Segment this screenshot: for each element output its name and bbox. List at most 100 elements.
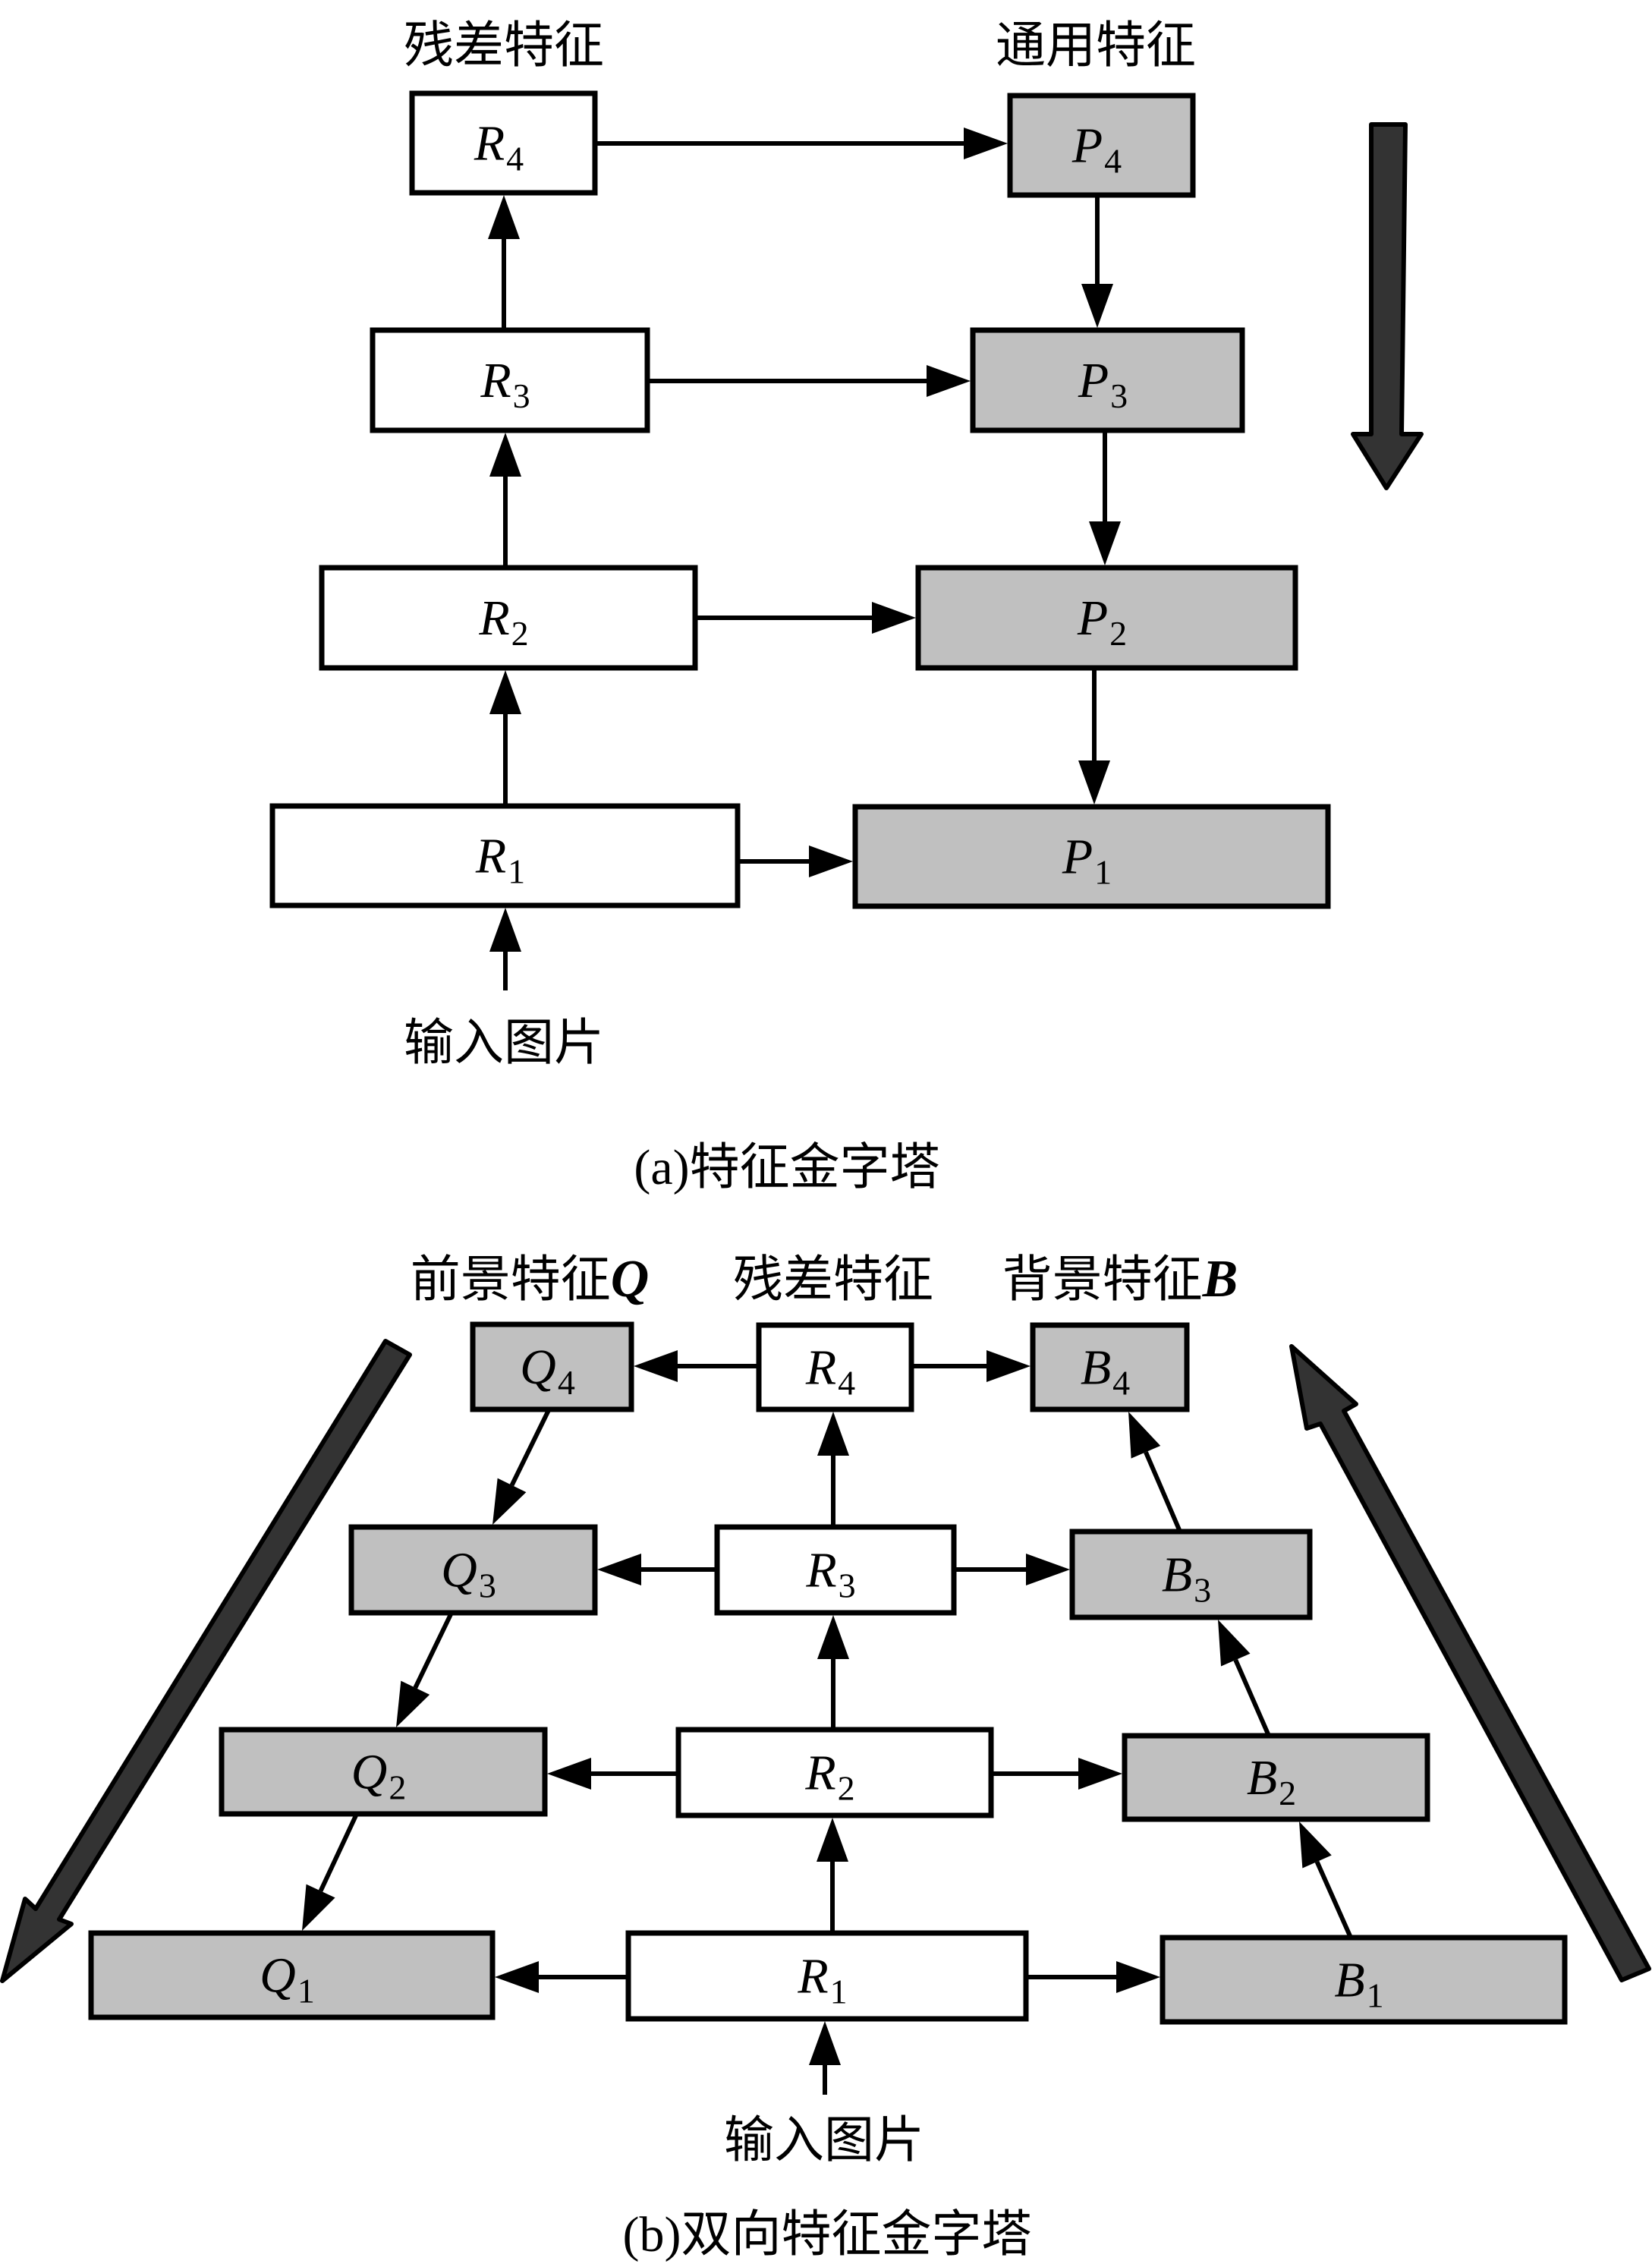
panel-b-arrow-b1-b2-head [1299,1821,1332,1869]
panel-a-arrow-r1-p1 [738,845,853,877]
panel-a-residual-box-4-label: R4 [474,116,524,178]
panel-b-foreground-box-3-rect [348,1524,598,1616]
panel-b-header-foreground-text: 前景特征 [411,1250,611,1308]
panel-b-foreground-box-1-label-sub: 1 [297,1972,315,2010]
panel-b-residual-box-2-label: R2 [804,1746,854,1808]
panel-a-general-box-4-rect [1007,93,1196,198]
panel-a-arrow-r3-r4 [488,195,520,330]
panel-b-arrow-b3-b4-shaft [1144,1451,1182,1533]
panel-b-foreground-box-3: Q3 [348,1524,598,1616]
panel-b-arrow-r2-q2 [547,1758,678,1790]
panel-b-background-box-1-rect [1160,1935,1568,2025]
panel-a-general-box-1-rect [852,804,1331,909]
panel-a-caption-prefix: (a) [634,1140,689,1195]
panel-a-caption-text: 特征金字塔 [690,1138,940,1196]
panel-b-background-box-4-label-var: B [1081,1340,1111,1396]
panel-a-input-arrow-head [489,908,521,952]
panel-a-general-box-2-label-sub: 2 [1109,614,1127,653]
panel-b-background-box-4-rect [1030,1322,1190,1412]
panel-b-background-box-1: B1 [1160,1935,1568,2025]
panel-b-foreground-box-1-rect [88,1930,496,2020]
panel-a-arrow-r1-r2 [489,670,521,806]
panel-b-background-box-2-rect [1122,1733,1430,1822]
panel-b-residual-box-2-label-var: R [804,1746,835,1801]
panel-b-foreground-box-2-label-sub: 2 [389,1768,406,1807]
panel-a-caption: (a)特征金字塔 [634,1138,939,1196]
panel-b-arrow-r3-r4-head [817,1412,849,1456]
panel-b-arrow-q2-q1 [302,1812,359,1931]
panel-b-arrow-r1-r2-head [817,1818,848,1862]
panel-a-header-general: 通用特征 [996,16,1196,74]
panel-b-arrow-r1-b1-head [1116,1961,1160,1993]
panel-b-caption: (b)双向特征金字塔 [623,2205,1032,2263]
panel-a-residual-box-4-label-var: R [474,116,505,172]
panel-b-residual-box-2: R2 [675,1727,994,1818]
panel-a-arrow-p4-p3-head [1081,284,1113,328]
panel-a-general-box-3-rect [970,327,1245,433]
panel-b-arrow-b3-b4-head [1128,1412,1161,1459]
panel-a-arrow-p4-p3 [1081,195,1113,328]
panel-b: 前景特征Q 残差特征 背景特征B Q1Q2Q3Q4R1R2R3R4B1B2B3B… [0,1250,1651,2263]
panel-a-input-label: 输入图片 [404,1013,604,1072]
panel-b-input-label: 输入图片 [724,2111,924,2169]
panel-b-background-box-1-label-var: B [1334,1953,1364,2008]
panel-a-topdown-flow-arrow [1351,122,1424,490]
panel-a-arrow-p3-p2 [1089,430,1121,565]
panel-a-arrow-r2-p2-head [872,602,916,634]
panel-b-foreground-box-4: Q4 [470,1321,634,1412]
panel-b-foreground-box-2-rect [219,1727,548,1817]
panel-b-foreground-box-1-label-var: Q [260,1948,296,2004]
panel-b-arrow-r3-q3 [597,1554,717,1585]
panel-b-caption-prefix: (b) [623,2207,681,2262]
panel-b-foreground-box-2: Q2 [219,1727,548,1817]
panel-b-foreground-box-1: Q1 [88,1930,496,2020]
panel-b-arrow-q4-q3-shaft [509,1409,551,1487]
panel-b-residual-box-3: R3 [714,1524,957,1616]
panel-a-general-box-1: P1 [852,804,1331,909]
panel-b-input-arrow [809,2021,841,2095]
panel-b-background-box-4-label-sub: 4 [1112,1364,1130,1403]
panel-b-arrow-r4-q4 [634,1350,759,1382]
panel-a-general-box-2: P2 [915,565,1298,671]
panel-b-arrow-r1-q1-head [495,1961,539,1993]
panel-b-arrow-b1-b2-shaft [1314,1860,1353,1939]
panel-b-foreground-box-4-label-sub: 4 [558,1363,575,1402]
panel-a-arrow-r1-r2-head [489,670,521,714]
panel-b-arrow-r1-q1 [495,1961,628,1993]
panel-a-residual-box-1-label-var: R [475,829,506,884]
panel-b-residual-box-4-label-var: R [805,1340,836,1396]
panel-b-arrow-q2-q1-head [302,1884,335,1931]
panel-b-arrow-r4-b4 [911,1350,1031,1382]
panel-a-input-arrow [489,908,521,990]
panel-b-arrow-r1-r2 [817,1818,848,1933]
panel-b-arrow-r2-b2-head [1078,1758,1122,1790]
panel-b-background-box-3: B3 [1069,1529,1313,1620]
panel-a-residual-box-4: R4 [409,90,598,196]
panel-b-residual-box-4-label: R4 [805,1340,855,1403]
panel-b-background-box-3-label-var: B [1162,1548,1192,1603]
panel-b-arrow-b2-b3-shaft [1233,1658,1271,1737]
panel-a-residual-box-1: R1 [269,803,741,908]
panel-a-arrow-r2-r3 [489,433,521,568]
panel-a-arrow-r4-p4 [595,128,1008,159]
panel-a-general-box-2-label-var: P [1077,590,1108,646]
panel-b-background-box-1-label-sub: 1 [1367,1976,1384,2015]
panel-a-arrow-p2-p1 [1078,668,1110,804]
panel-b-arrow-r2-b2 [991,1758,1122,1790]
panel-a-general-box-1-label-var: P [1062,830,1093,885]
panel-a-residual-box-3-label: R3 [480,353,530,415]
panel-b-arrow-b1-b2 [1299,1821,1353,1939]
panel-a-arrow-p3-p2-head [1089,521,1121,565]
panel-a-arrow-p2-p1-head [1078,760,1110,804]
panel-a-general-box-3-label-var: P [1078,353,1109,408]
panel-b-arrow-b3-b4 [1128,1412,1182,1533]
panel-b-background-box-3-label-sub: 3 [1194,1571,1211,1610]
panel-a-general-box-2-rect [915,565,1298,671]
panel-b-foreground-box-3-label-var: Q [441,1543,477,1598]
panel-b-residual-box-1-label: R1 [797,1949,847,2011]
panel-b-residual-box-1: R1 [625,1930,1029,2022]
panel-b-foreground-box-4-label: Q4 [520,1340,575,1402]
panel-b-arrow-r4-b4-head [986,1350,1031,1382]
panel-b-background-box-2: B2 [1122,1733,1430,1822]
